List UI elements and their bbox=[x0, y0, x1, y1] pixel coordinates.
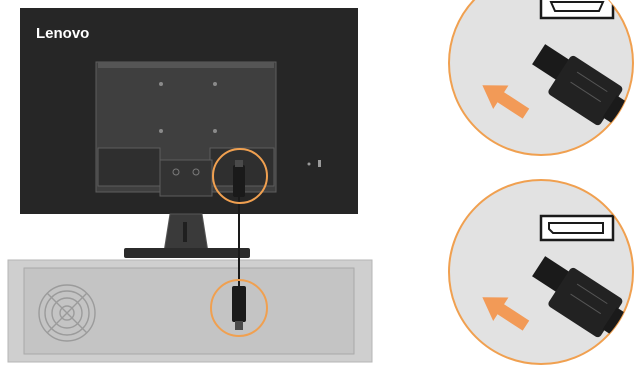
stand-screw-left bbox=[172, 168, 180, 176]
monitor-port-highlight-circle bbox=[212, 148, 268, 204]
power-indicator-dot bbox=[307, 162, 311, 166]
pc-side-plug bbox=[232, 286, 246, 322]
pc-case bbox=[7, 259, 373, 363]
zoom-callout-bottom bbox=[448, 179, 634, 365]
monitor-vent-strip bbox=[98, 62, 274, 68]
kensington-slot bbox=[318, 160, 321, 167]
fan-grille-icon bbox=[38, 284, 96, 342]
insert-arrow-icon-bottom bbox=[482, 297, 530, 331]
vesa-screw-holes bbox=[159, 82, 217, 133]
monitor-rear: Lenovo bbox=[20, 8, 358, 258]
stand-screw-right bbox=[192, 168, 200, 176]
insert-arrow-icon-top bbox=[482, 85, 530, 119]
monitor-io-bay-left bbox=[97, 147, 161, 187]
monitor-stand-base bbox=[124, 248, 250, 258]
pc-case-panel bbox=[23, 267, 355, 355]
stand-neck-mount bbox=[159, 159, 213, 197]
monitor-side-plug bbox=[233, 165, 245, 197]
monitor-brand-logo: Lenovo bbox=[36, 25, 89, 42]
stand-neck-slot bbox=[183, 222, 187, 242]
zoom-callout-top bbox=[448, 0, 634, 156]
pc-side-plug-tip bbox=[235, 321, 243, 330]
pc-port-highlight-circle bbox=[210, 279, 268, 337]
monitor-side-plug-tip bbox=[235, 160, 243, 167]
video-cable bbox=[232, 160, 246, 330]
displayport-port-icon bbox=[539, 214, 615, 242]
hdmi-port-icon bbox=[539, 0, 615, 20]
